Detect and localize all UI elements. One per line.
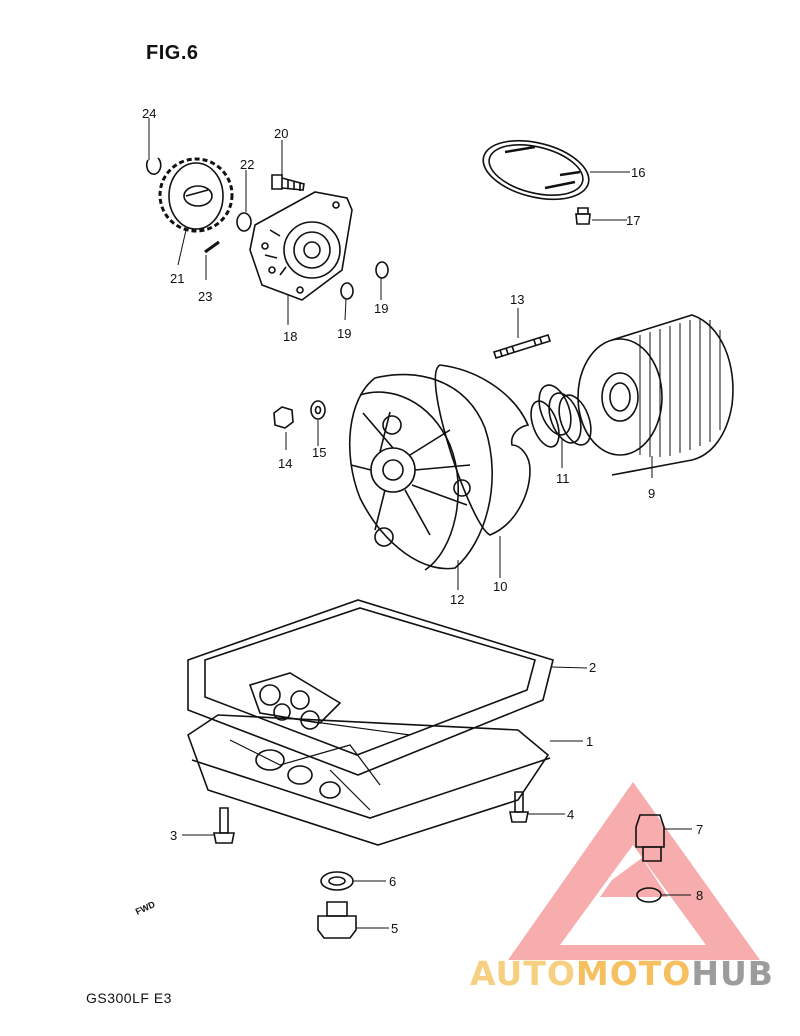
circlip-24 <box>145 157 162 175</box>
callout-13: 13 <box>510 292 525 307</box>
pin-23 <box>204 240 220 254</box>
callout-4: 4 <box>567 807 575 822</box>
callout-2: 2 <box>589 660 597 675</box>
model-code: GS300LF E3 <box>86 990 172 1006</box>
callout-10: 10 <box>493 579 508 594</box>
callout-22: 22 <box>240 157 255 172</box>
callout-1: 1 <box>586 734 594 749</box>
callout-7: 7 <box>696 822 704 837</box>
figure-title: FIG.6 <box>146 42 199 64</box>
callout-11: 11 <box>556 471 570 486</box>
callout-24: 24 <box>142 106 157 121</box>
watermark-part3: HUB <box>691 954 774 993</box>
callout-21: 21 <box>170 271 185 286</box>
nut-14 <box>273 406 294 429</box>
sprocket-21 <box>158 157 234 233</box>
callout-16: 16 <box>631 165 646 180</box>
callout-20: 20 <box>274 126 289 141</box>
callout-14: 14 <box>278 456 293 471</box>
gasket-6 <box>320 871 354 891</box>
oring-19b <box>375 261 389 279</box>
callout-12: 12 <box>450 592 465 607</box>
oil-pan-1 <box>187 714 551 846</box>
bolt-20 <box>271 174 305 191</box>
callout-5: 5 <box>391 921 399 936</box>
bolt-4 <box>509 791 529 823</box>
watermark-logo: AUTOMOTOHUB <box>470 954 774 993</box>
callout-18: 18 <box>283 329 298 344</box>
callout-23: 23 <box>198 289 213 304</box>
drain-plug-5 <box>317 901 357 939</box>
callout-19a: 19 <box>337 326 352 341</box>
watermark-part1: AUTO <box>470 954 576 993</box>
plate-16 <box>482 139 590 201</box>
callout-19b: 19 <box>374 301 389 316</box>
pressure-switch-7 <box>635 814 665 862</box>
callout-17: 17 <box>626 213 641 228</box>
callout-9: 9 <box>648 486 656 501</box>
filter-cover-12 <box>348 373 493 571</box>
stud-13 <box>492 334 552 359</box>
oil-pump-18 <box>249 191 353 301</box>
callout-3: 3 <box>170 828 178 843</box>
watermark-part2: MOTO <box>575 954 692 993</box>
washer-15 <box>310 400 326 420</box>
oil-pan-gasket-2 <box>187 599 554 776</box>
oring-22 <box>236 212 252 232</box>
callout-6: 6 <box>389 874 397 889</box>
screw-17 <box>575 207 591 225</box>
oil-filter-9 <box>577 314 734 476</box>
callout-15: 15 <box>312 445 327 460</box>
gasket-10 <box>434 364 531 536</box>
watermark-triangle <box>508 782 760 960</box>
spring-11 <box>530 384 592 448</box>
oring-19a <box>340 282 354 300</box>
leader-lines <box>148 118 692 929</box>
bolt-3 <box>213 807 235 844</box>
callout-8: 8 <box>696 888 704 903</box>
